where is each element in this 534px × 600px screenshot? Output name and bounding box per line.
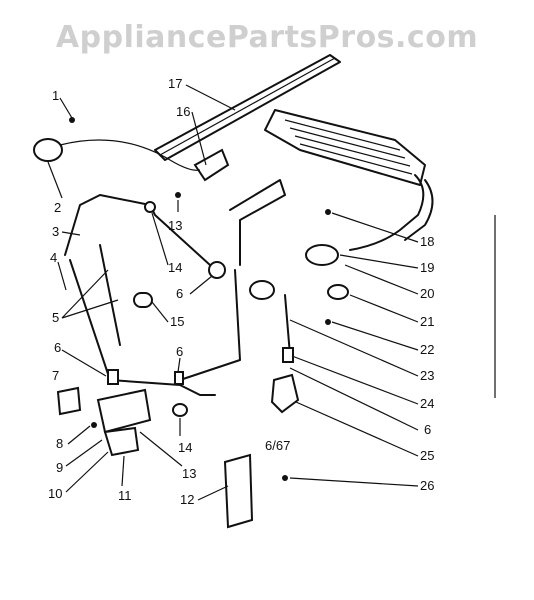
callout-21: 21	[420, 314, 434, 329]
model-tag: 6/67	[265, 438, 290, 453]
callout-25: 25	[420, 448, 434, 463]
callout-23: 23	[420, 368, 434, 383]
callout-7: 7	[52, 368, 59, 383]
callout-15: 15	[170, 314, 184, 329]
callout-14b: 14	[178, 440, 192, 455]
callout-4: 4	[50, 250, 57, 265]
callout-13b: 13	[182, 466, 196, 481]
fittings	[107, 192, 349, 417]
callout-13a: 13	[168, 218, 182, 233]
callout-14a: 14	[168, 260, 182, 275]
callout-12: 12	[180, 492, 194, 507]
watermark-logo: AppliancePartsPros.com	[55, 20, 479, 55]
callout-1: 1	[52, 88, 59, 103]
callout-2: 2	[54, 200, 61, 215]
callout-26: 26	[420, 478, 434, 493]
broiler-burner	[264, 109, 434, 251]
callout-11: 11	[118, 488, 132, 503]
callout-18: 18	[420, 234, 434, 249]
callouts: 1 2 3 4 5 6 6 6 6 7 8 9 10 11 12 13 13 1…	[48, 76, 434, 507]
callout-19: 19	[420, 260, 434, 275]
callout-10: 10	[48, 486, 62, 501]
broiler-bracket	[154, 54, 341, 161]
igniter	[193, 148, 230, 182]
callout-6a: 6	[54, 340, 61, 355]
leader-lines	[47, 84, 419, 501]
callout-24: 24	[420, 396, 434, 411]
callout-20: 20	[420, 286, 434, 301]
callout-17: 17	[168, 76, 182, 91]
callout-5: 5	[52, 310, 59, 325]
callout-3: 3	[52, 224, 59, 239]
callout-6d: 6	[424, 422, 431, 437]
callout-6c: 6	[176, 344, 183, 359]
valve-bracket	[56, 386, 82, 416]
oven-control-valve	[91, 388, 152, 457]
thermostat-bulb	[33, 117, 201, 171]
callout-6b: 6	[176, 286, 183, 301]
callout-22: 22	[420, 342, 434, 357]
callout-16: 16	[176, 104, 190, 119]
mounting-bracket	[223, 453, 288, 529]
callout-9: 9	[56, 460, 63, 475]
callout-8: 8	[56, 436, 63, 451]
